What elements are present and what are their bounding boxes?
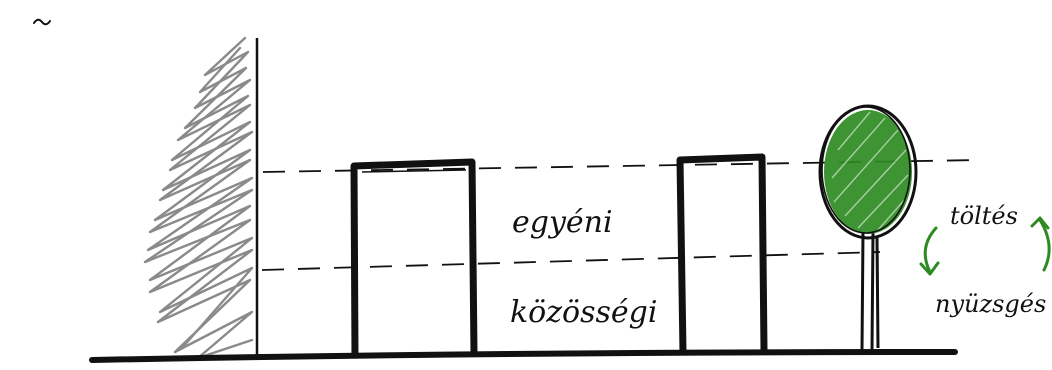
frame-right <box>680 157 764 352</box>
frame-left <box>354 162 474 356</box>
label-filling: töltés <box>950 204 1018 228</box>
ground-line <box>92 352 955 360</box>
tree-trunk <box>862 232 878 350</box>
label-bustle: nyüzsgés <box>935 292 1046 316</box>
corner-tilde-mark <box>34 20 50 25</box>
zone-label-private: egyéni <box>512 208 613 238</box>
tree <box>820 106 916 350</box>
building-facade-hatch <box>145 38 252 358</box>
zone-label-community: közösségi <box>510 298 657 328</box>
